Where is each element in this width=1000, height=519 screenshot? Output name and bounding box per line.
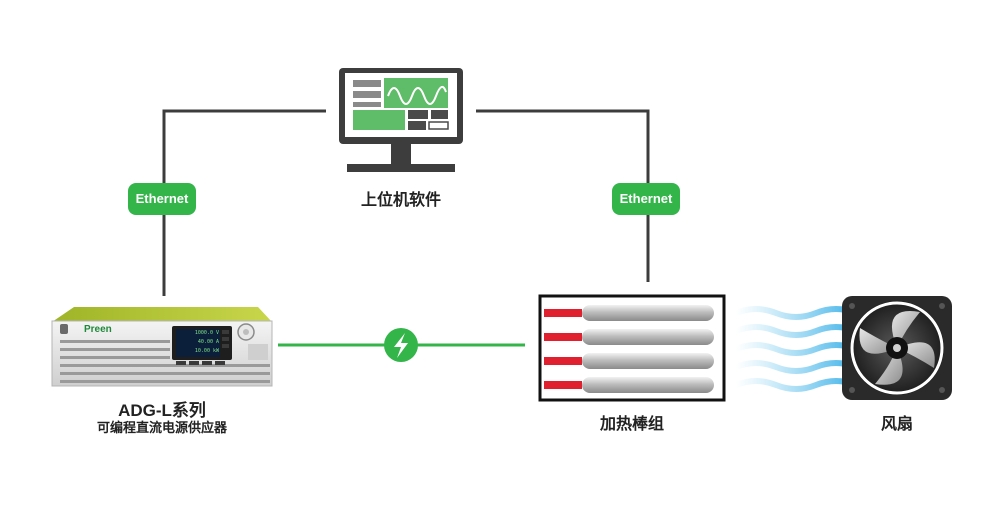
heater-rod-group [538,294,726,402]
heater-label: 加热棒组 [599,414,664,433]
lightning-bolt-icon [384,328,418,362]
ethernet-badge-left: Ethernet [128,183,196,215]
ethernet-badge-right: Ethernet [612,183,680,215]
psu-title: ADG-L系列 [118,401,206,420]
psu-subtitle: 可编程直流电源供应器 [96,421,227,436]
psu-brand: Preen [84,324,112,335]
ethernet-line-left [162,109,326,296]
fan-icon [842,296,952,400]
monitor-icon [339,68,463,172]
psu-display: 1000.0 V 40.00 A 10.00 kW [177,329,219,357]
ethernet-line-right [476,109,650,282]
psu-power-readout: 10.00 kW [194,348,219,354]
fan-label: 风扇 [880,414,913,433]
power-supply-unit [51,307,273,387]
airflow-waves [733,306,859,392]
psu-voltage-readout: 1000.0 V [194,330,219,336]
pc-software-label: 上位机软件 [360,190,441,209]
psu-current-readout: 40.00 A [197,339,219,345]
